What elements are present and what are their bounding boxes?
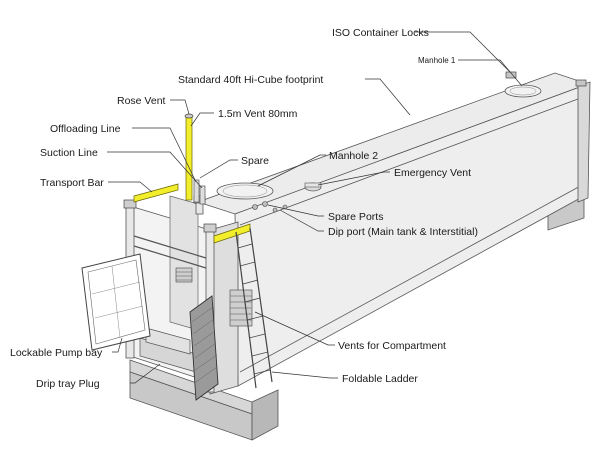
foldable-ladder xyxy=(235,227,273,389)
spare-ports xyxy=(252,201,288,213)
label-transport-bar: Transport Bar xyxy=(40,177,104,189)
iso-lock-rear-top xyxy=(505,71,517,79)
transport-bar-left xyxy=(133,183,179,203)
label-vents-for-compartment: Vents for Compartment xyxy=(338,340,446,352)
label-spare-ports: Spare Ports xyxy=(328,211,383,223)
offloading-line xyxy=(193,179,200,203)
label-offloading-line: Offloading Line xyxy=(50,123,121,135)
pump-bay-door-left xyxy=(81,253,151,351)
label-manhole-1: Manhole 1 xyxy=(418,56,456,65)
container-body xyxy=(196,71,591,387)
skid-base xyxy=(129,189,586,441)
label-vent-15m: 1.5m Vent 80mm xyxy=(218,108,298,120)
label-rose-vent: Rose Vent xyxy=(117,95,166,107)
pump-bay-frame xyxy=(123,113,253,395)
label-iso-container-locks: ISO Container Locks xyxy=(332,27,429,39)
label-dip-port: Dip port (Main tank & Interstitial) xyxy=(328,226,478,238)
label-spare: Spare xyxy=(241,155,269,167)
front-skid-side xyxy=(251,389,279,441)
rear-corner-post xyxy=(577,81,591,203)
iso-lock-rear-right xyxy=(575,79,587,87)
label-suction-line: Suction Line xyxy=(40,147,98,159)
label-footprint: Standard 40ft Hi-Cube footprint xyxy=(178,74,323,86)
manhole-2 xyxy=(216,182,274,200)
label-drip-tray-plug: Drip tray Plug xyxy=(36,378,100,390)
label-group: ISO Container Locks Manhole 1 Standard 4… xyxy=(10,27,478,390)
pump-bay-door-right xyxy=(189,295,219,401)
label-lockable-pump-bay: Lockable Pump bay xyxy=(10,347,103,359)
rose-vent xyxy=(184,113,194,119)
suction-line xyxy=(199,185,206,205)
leader-lines xyxy=(107,31,523,384)
label-emergency-vent: Emergency Vent xyxy=(394,167,471,179)
vent-pipe-15m xyxy=(185,115,193,201)
label-manhole-2: Manhole 2 xyxy=(329,150,378,162)
label-foldable-ladder: Foldable Ladder xyxy=(342,373,418,385)
